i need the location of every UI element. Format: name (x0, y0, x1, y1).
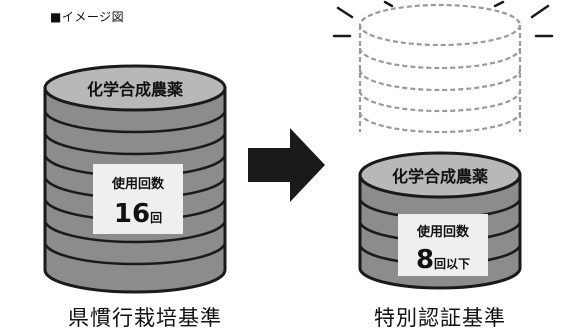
right-count-value-line: 8回以下 (416, 245, 470, 275)
left-standard-label: 県慣行栽培基準 (68, 306, 222, 330)
right-pesticide-stack: 化学合成農薬 使用回数 8回以下 (332, 0, 554, 290)
diagram-caption: ■イメージ図 (50, 10, 125, 24)
dashed-ring (358, 69, 522, 92)
left-count-title: 使用回数 (111, 176, 165, 192)
left-stack-top-label: 化学合成農薬 (87, 80, 184, 99)
left-stack-top (43, 64, 227, 112)
right-count-value: 8 (416, 245, 434, 275)
left-ring (43, 241, 227, 266)
left-ring (43, 131, 227, 156)
right-arrow-icon (248, 128, 325, 202)
left-pesticide-stack: 化学合成農薬 使用回数 16回 (43, 64, 227, 294)
left-count-unit: 回 (150, 211, 162, 225)
right-standard-label: 特別認証基準 (374, 306, 506, 330)
right-stack-top (358, 151, 522, 199)
right-count-box (398, 214, 488, 276)
sparkle-icon (332, 0, 554, 38)
left-count-value: 16 (114, 199, 150, 229)
left-ring (43, 219, 227, 244)
right-stack-top-label: 化学合成農薬 (392, 167, 489, 186)
dashed-ring (358, 111, 522, 134)
left-ring (43, 109, 227, 134)
dashed-top (358, 3, 522, 47)
removed-dashed-stack (358, 3, 522, 134)
right-count-title: 使用回数 (416, 224, 470, 240)
dashed-ring (358, 47, 522, 70)
left-count-box (93, 164, 183, 234)
left-count-value-line: 16回 (114, 199, 162, 229)
right-count-unit: 回以下 (434, 257, 470, 271)
dashed-ring (358, 90, 522, 113)
